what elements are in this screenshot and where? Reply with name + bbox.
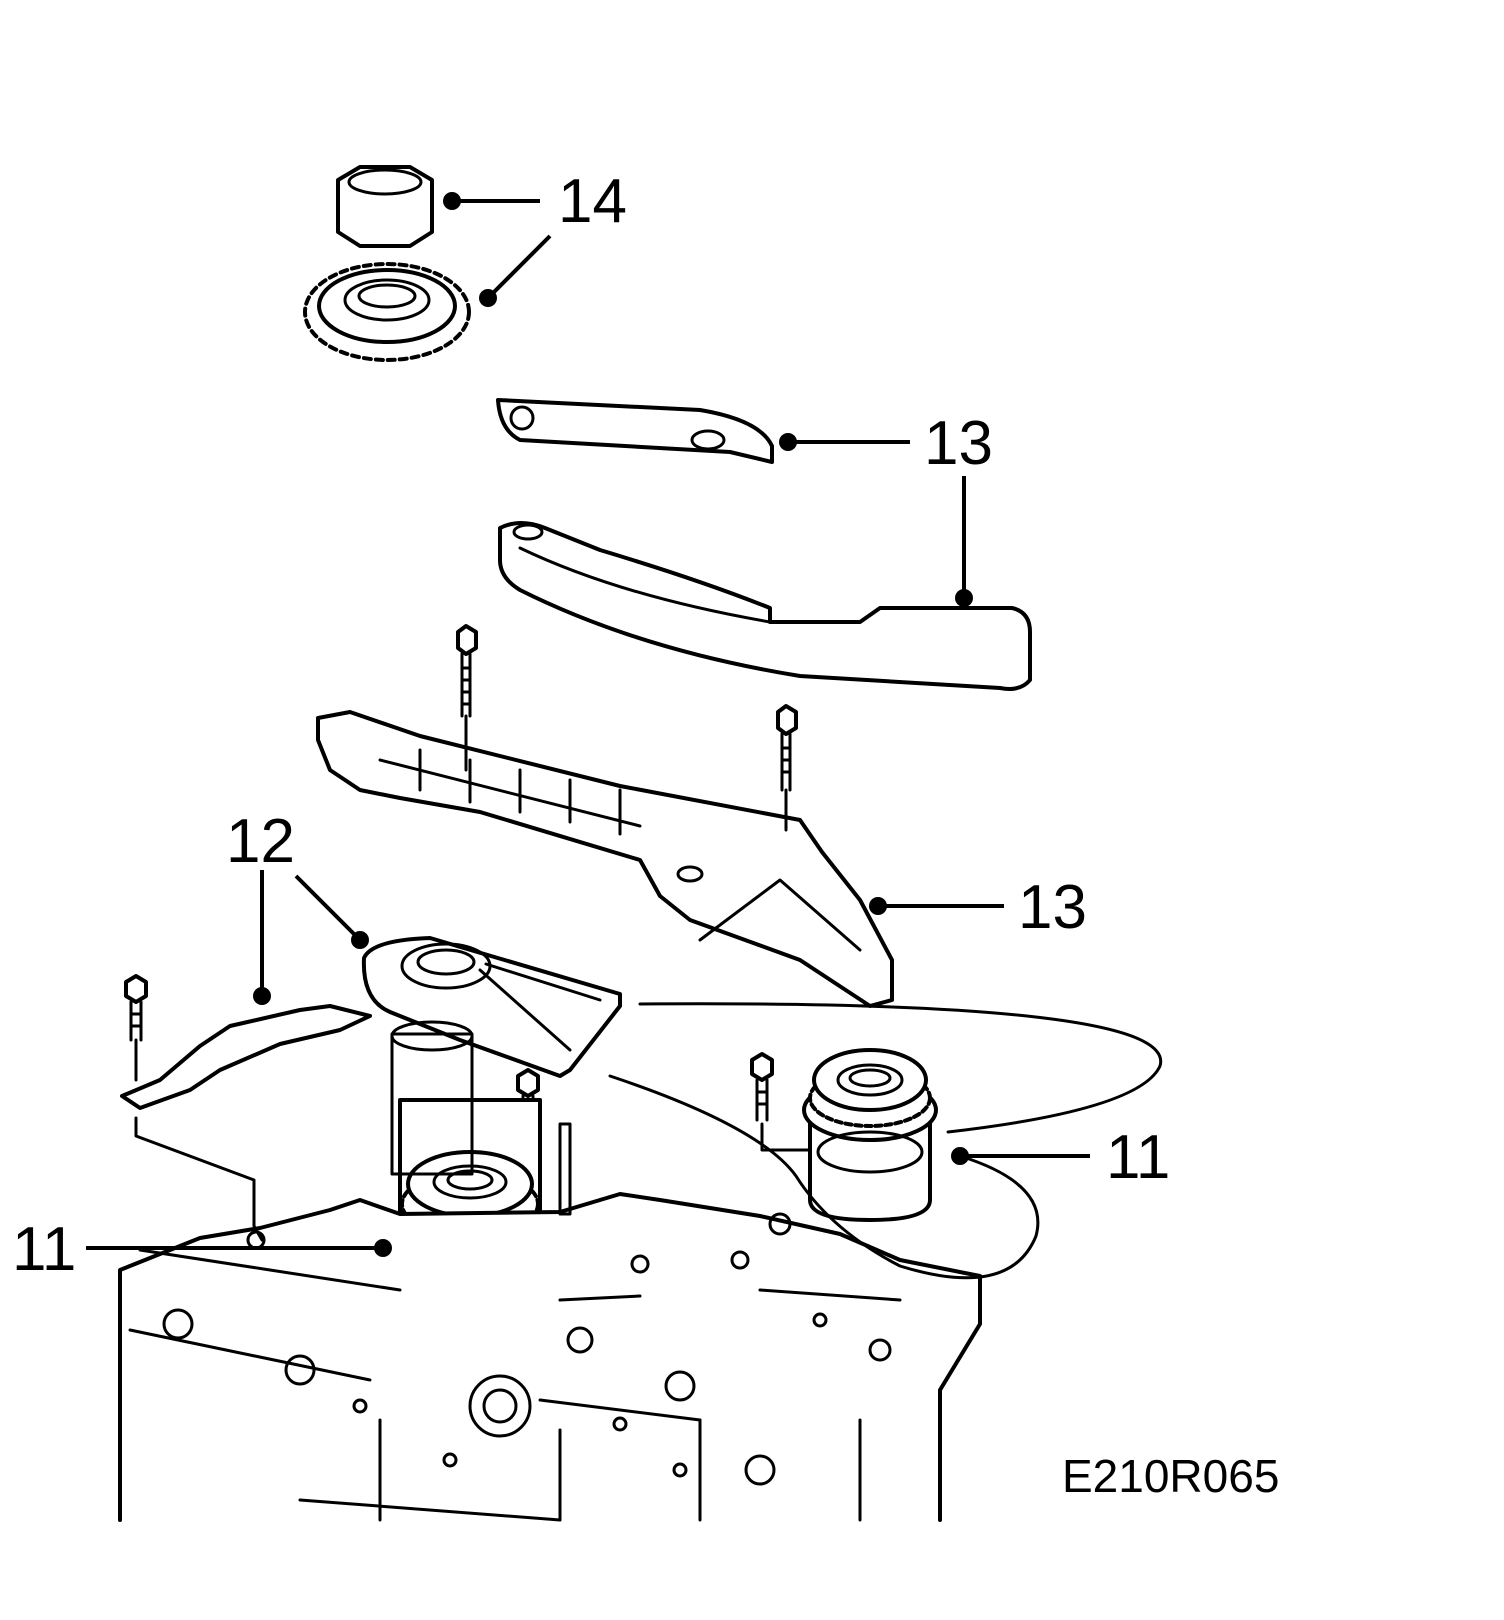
part-14-sprocket: [303, 262, 471, 362]
callout-13-lower: 13: [1018, 873, 1087, 942]
part-13-guide-rail: [498, 521, 1032, 691]
leader-11-left: [86, 1239, 392, 1257]
reference-code: E210R065: [1062, 1450, 1279, 1502]
callout-14: 14: [558, 167, 627, 236]
callout-11-right: 11: [1106, 1123, 1170, 1192]
callout-12: 12: [226, 807, 295, 876]
leader-13-upper: [779, 433, 973, 607]
bolt-upper-right: [776, 704, 798, 832]
part-12-timing-chain: [361, 936, 622, 1078]
leader-12: [253, 870, 369, 1005]
bolt-left: [124, 974, 148, 1082]
alignment-lines: [134, 1002, 1163, 1280]
part-14-nut: [336, 165, 434, 248]
callout-11-left: 11: [12, 1215, 76, 1284]
part-13-tensioner-bracket: [316, 710, 894, 1008]
leader-14: [443, 192, 552, 307]
bolt-upper-left: [456, 624, 478, 772]
leader-11-right: [951, 1147, 1090, 1165]
callout-13-upper: 13: [924, 409, 993, 478]
part-11-right-sprocket: [802, 1048, 938, 1222]
engine-block: [118, 1122, 982, 1522]
leader-13-lower: [869, 897, 1004, 915]
part-13-upper-guide: [496, 398, 774, 464]
bolt-right: [750, 1052, 822, 1152]
part-12-chain-guide: [120, 1004, 372, 1110]
